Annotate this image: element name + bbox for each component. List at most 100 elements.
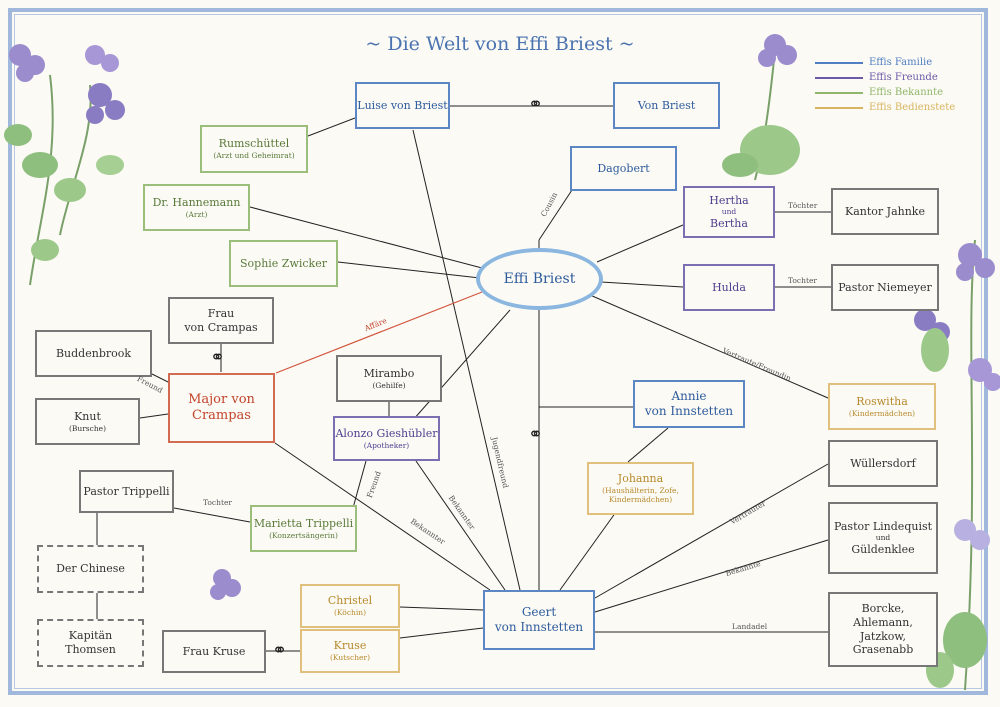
line-buddenbrook-crampas bbox=[151, 373, 169, 383]
node-sublabel: (Arzt) bbox=[185, 209, 208, 219]
node-johanna[interactable]: Johanna(Haushälterin, Zofe,Kindermädchen… bbox=[587, 462, 694, 515]
node-label: von Innstetten bbox=[644, 404, 734, 418]
node-sublabel: (Köchin) bbox=[333, 608, 367, 618]
node-label: Kantor Jahnke bbox=[845, 204, 925, 218]
line-trippelli-marietta bbox=[173, 507, 251, 523]
node-label: Frau Kruse bbox=[182, 644, 246, 658]
marriage-rings-icon: ⚭ bbox=[210, 347, 226, 368]
node-label: Knut bbox=[74, 409, 101, 423]
node-effi-briest[interactable]: Effi Briest bbox=[476, 248, 603, 310]
legend-swatch bbox=[815, 106, 863, 109]
legend-label: Effis Familie bbox=[869, 57, 933, 68]
node-label: Von Briest bbox=[637, 98, 696, 112]
node-label: Hertha bbox=[709, 193, 749, 207]
node-sublabel: Kindermädchen) bbox=[608, 495, 673, 505]
legend-item-bekannte: Effis Bekannte bbox=[815, 85, 955, 100]
node-von-briest[interactable]: Von Briest bbox=[613, 82, 720, 129]
legend-item-familie: Effis Familie bbox=[815, 55, 955, 70]
marriage-rings-icon: ⚭ bbox=[272, 640, 288, 661]
node-kantor-jahnke[interactable]: Kantor Jahnke bbox=[831, 188, 939, 235]
node-label: Sophie Zwicker bbox=[240, 256, 327, 270]
node-luise-von-briest[interactable]: Luise von Briest bbox=[355, 82, 450, 129]
legend-swatch bbox=[815, 91, 863, 94]
node-wuellersdorf[interactable]: Wüllersdorf bbox=[828, 440, 938, 487]
line-kruse-geert bbox=[399, 627, 484, 639]
node-knut[interactable]: Knut(Bursche) bbox=[35, 398, 140, 445]
node-sublabel: (Apotheker) bbox=[363, 440, 410, 450]
node-label: Christel bbox=[327, 594, 373, 608]
line-effi-crampas-affaere bbox=[275, 291, 483, 374]
node-label: Jatzkow, bbox=[859, 629, 907, 643]
node-kruse[interactable]: Kruse(Kutscher) bbox=[300, 629, 400, 673]
marriage-rings-icon: ⚭ bbox=[528, 424, 544, 445]
outer-frame bbox=[8, 8, 988, 695]
inner-frame bbox=[14, 14, 982, 689]
line-gieshuebler-geert bbox=[415, 460, 506, 591]
node-label: von Innstetten bbox=[494, 620, 584, 634]
node-label: Kruse bbox=[333, 639, 367, 653]
legend-item-bedienstete: Effis Bedienstete bbox=[815, 100, 955, 115]
line-knut-crampas bbox=[139, 413, 169, 419]
node-pastor-trippelli[interactable]: Pastor Trippelli bbox=[79, 470, 174, 513]
node-pastor-niemeyer[interactable]: Pastor Niemeyer bbox=[831, 264, 939, 311]
node-label: und bbox=[721, 207, 737, 217]
edge-label-tochter-hulda: Tochter bbox=[788, 276, 818, 285]
node-label: Pastor Niemeyer bbox=[838, 280, 932, 294]
marriage-rings-icon: ⚭ bbox=[528, 94, 544, 115]
node-alonzo-gieshuebler[interactable]: Alonzo Gieshübler(Apotheker) bbox=[333, 416, 440, 461]
node-label: Major von bbox=[188, 391, 255, 407]
node-borcke-ahlemann-jatzkow-grasenabb[interactable]: Borcke,Ahlemann,Jatzkow,Grasenabb bbox=[828, 592, 938, 667]
node-label: Wüllersdorf bbox=[850, 456, 916, 470]
line-effi-sophie bbox=[337, 261, 481, 279]
node-label: Grasenabb bbox=[852, 643, 914, 657]
line-crampas-geert bbox=[274, 442, 491, 591]
node-label: Borcke, bbox=[861, 602, 905, 615]
node-rumschuettel[interactable]: Rumschüttel(Arzt und Geheimrat) bbox=[200, 125, 308, 173]
edge-label-tochter-marietta: Tochter bbox=[203, 498, 233, 507]
node-sublabel: (Kindermädchen) bbox=[848, 408, 916, 418]
legend: Effis Familie Effis Freunde Effis Bekann… bbox=[815, 55, 955, 115]
node-label: Bertha bbox=[710, 216, 748, 230]
node-label: Dr. Hannemann bbox=[152, 195, 241, 209]
line-effi-dagobert bbox=[538, 189, 573, 241]
node-sublabel: (Kutscher) bbox=[329, 653, 371, 663]
node-label: Luise von Briest bbox=[357, 98, 448, 112]
node-sublabel: (Haushälterin, Zofe, bbox=[602, 486, 679, 495]
node-dr-hannemann[interactable]: Dr. Hannemann(Arzt) bbox=[143, 184, 250, 231]
node-buddenbrook[interactable]: Buddenbrook bbox=[35, 330, 152, 377]
line-christel-geert bbox=[399, 606, 484, 611]
legend-swatch bbox=[815, 61, 863, 64]
node-label: Johanna bbox=[617, 472, 664, 486]
legend-swatch bbox=[815, 76, 863, 79]
node-label: Hulda bbox=[712, 280, 746, 294]
node-hulda[interactable]: Hulda bbox=[683, 264, 775, 311]
line-effi-hulda bbox=[600, 281, 684, 288]
violet-decoration-right bbox=[914, 239, 1000, 691]
node-der-chinese[interactable]: Der Chinese bbox=[37, 545, 144, 593]
node-marietta-trippelli[interactable]: Marietta Trippelli(Konzertsängerin) bbox=[250, 505, 357, 552]
violet-decoration-topleft bbox=[4, 44, 125, 286]
node-label: und bbox=[875, 533, 891, 543]
legend-label: Effis Bedienstete bbox=[869, 102, 956, 113]
node-dagobert[interactable]: Dagobert bbox=[570, 146, 677, 191]
node-mirambo[interactable]: Mirambo(Gehilfe) bbox=[336, 355, 442, 402]
node-frau-kruse[interactable]: Frau Kruse bbox=[162, 630, 266, 673]
node-roswitha[interactable]: Roswitha(Kindermädchen) bbox=[828, 383, 936, 430]
line-johanna-geert bbox=[559, 511, 617, 591]
node-sophie-zwicker[interactable]: Sophie Zwicker bbox=[229, 240, 338, 287]
edge-label-landadel: Landadel bbox=[732, 622, 768, 631]
node-label: Ahlemann, bbox=[853, 615, 913, 629]
node-sublabel: (Arzt und Geheimrat) bbox=[213, 151, 295, 161]
node-christel[interactable]: Christel(Köchin) bbox=[300, 584, 400, 628]
node-label: von Crampas bbox=[184, 320, 258, 334]
edge-label-toechter: Töchter bbox=[788, 201, 818, 210]
